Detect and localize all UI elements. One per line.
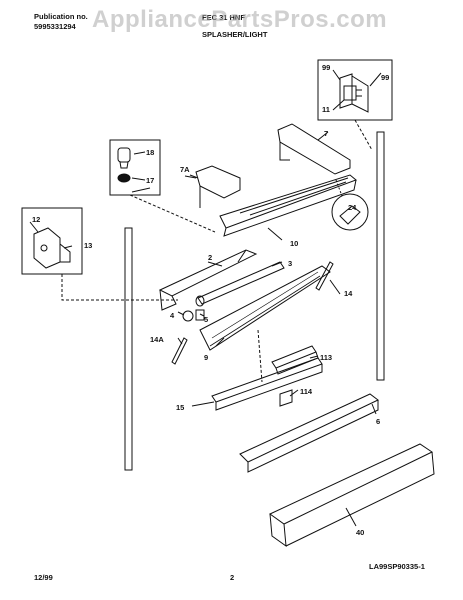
part-right-rod: [376, 131, 385, 381]
callout-3: 3: [288, 259, 292, 268]
watermark: AppliancePartsPros.com: [92, 6, 388, 33]
callout-10: 10: [290, 239, 298, 248]
part-left-rod: [124, 227, 133, 471]
page-number: 2: [230, 573, 235, 582]
part-trim-14A: [171, 337, 188, 365]
part-bracket-7: [277, 123, 351, 175]
callout-6: 6: [376, 417, 380, 426]
publication-number: 5995331294: [34, 22, 76, 31]
part-bracket-113: [271, 345, 319, 375]
callout-14A: 14A: [150, 335, 164, 344]
callout-114: 114: [300, 387, 313, 396]
callout-18: 18: [146, 148, 154, 157]
part-channel-15: [211, 357, 323, 411]
model-number: FEC 31 HNF: [202, 13, 245, 22]
diagram-code: LA99SP90335-1: [369, 562, 425, 571]
callout-113: 113: [320, 353, 332, 362]
callout-12: 12: [32, 215, 40, 224]
callout-11: 11: [322, 105, 330, 114]
part-tube-3: [195, 261, 285, 307]
part-lamp-box: [109, 139, 161, 196]
part-rail-6: [239, 393, 379, 473]
callout-99-right: 99: [381, 73, 389, 82]
callout-7: 7: [324, 129, 328, 138]
part-bracket-7A: [189, 165, 241, 208]
part-frame-2: [158, 249, 258, 311]
callout-15: 15: [176, 403, 184, 412]
callout-13: 13: [84, 241, 92, 250]
callout-24: 24: [348, 203, 357, 212]
part-detail-24: [331, 179, 369, 231]
part-clip-114: [279, 389, 293, 407]
part-base-40: [269, 443, 435, 548]
part-trim-14: [315, 261, 334, 291]
callout-17: 17: [146, 176, 154, 185]
part-switch-box: [21, 207, 83, 275]
callout-99-left: 99: [322, 63, 330, 72]
callout-4: 4: [170, 311, 175, 320]
callout-40: 40: [356, 528, 364, 537]
callout-2: 2: [208, 253, 212, 262]
section-title: SPLASHER/LIGHT: [202, 30, 268, 39]
callout-14: 14: [344, 289, 353, 298]
callout-9: 9: [204, 353, 208, 362]
callout-7A: 7A: [180, 165, 190, 174]
callout-5: 5: [204, 315, 208, 324]
publication-label: Publication no.: [34, 12, 88, 21]
footer-date: 12/99: [34, 573, 53, 582]
part-sockets: [182, 309, 205, 322]
part-lens-panel-9: [199, 265, 331, 351]
part-light-channel-10: [219, 174, 357, 241]
